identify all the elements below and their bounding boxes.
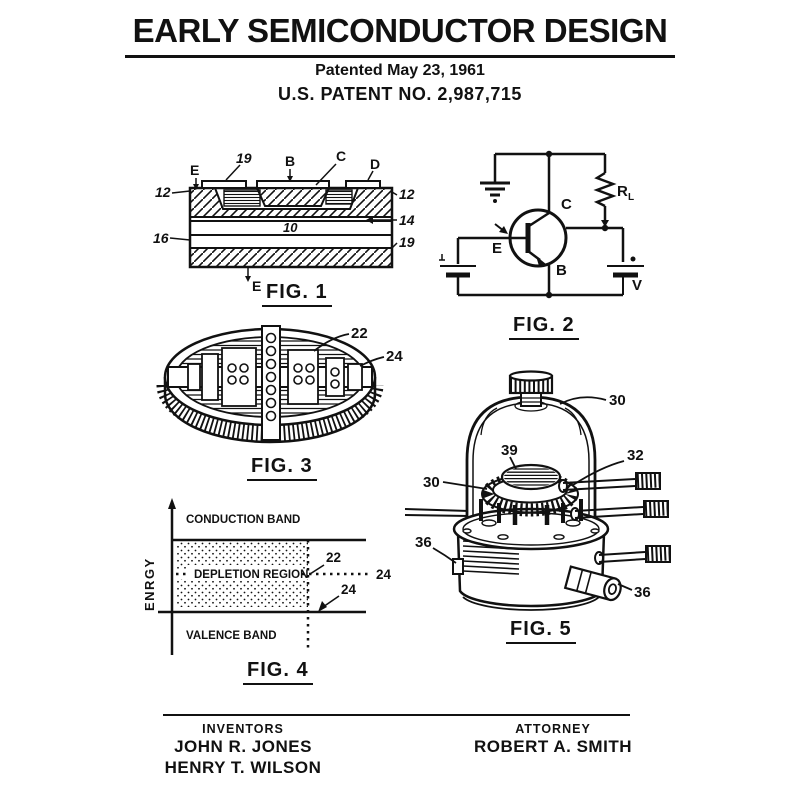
fig1-arrowheads bbox=[193, 176, 373, 282]
fig5-left-tube bbox=[404, 508, 470, 517]
fig5-specimen-disc bbox=[500, 463, 562, 491]
fig5-label-39: 39 bbox=[501, 442, 518, 459]
fig2-ground bbox=[480, 181, 510, 203]
fig1-label-10: 10 bbox=[283, 220, 298, 235]
fig5-label-30-left: 30 bbox=[423, 474, 440, 491]
fig1-label-14: 14 bbox=[399, 212, 415, 228]
page-title: EARLY SEMICONDUCTOR DESIGN bbox=[124, 12, 676, 58]
fig2-label-e: E bbox=[492, 240, 502, 257]
fig5-label-36-right: 36 bbox=[634, 584, 651, 601]
fig2-battery-left bbox=[439, 254, 476, 278]
fig4-depletion-text-bg bbox=[188, 565, 302, 581]
fig4-stipple-lower bbox=[176, 579, 308, 607]
fig2-transistor-symbol bbox=[508, 208, 568, 268]
patent-number-line: U.S. PATENT NO. 2,987,715 bbox=[278, 84, 522, 104]
fig3-label-22: 22 bbox=[351, 325, 368, 342]
fig5-leader-lines bbox=[432, 396, 633, 591]
fig1-leader-lines bbox=[169, 163, 398, 278]
footer-divider bbox=[163, 714, 630, 716]
fig1-caption: FIG. 1 bbox=[262, 281, 332, 307]
attorney-heading: ATTORNEY bbox=[515, 722, 591, 736]
fig1-semiconductor-cross-section: E 19 B C D 12 12 14 16 19 10 E bbox=[153, 148, 415, 294]
fig1-label-e-top: E bbox=[190, 162, 199, 178]
fig3-caption: FIG. 3 bbox=[247, 455, 317, 481]
inventor-name-1: JOHN R. JONES bbox=[174, 737, 312, 756]
fig5-caption: FIG. 5 bbox=[506, 618, 576, 644]
fig1-label-c: C bbox=[336, 148, 346, 164]
fig1-label-12-right: 12 bbox=[399, 186, 415, 202]
fig2-junction-dots bbox=[545, 150, 609, 299]
attorney-name: ROBERT A. SMITH bbox=[474, 737, 632, 756]
fig4-depletion-region-label: DEPLETION REGION bbox=[194, 569, 308, 581]
fig5-knob bbox=[508, 370, 554, 407]
fig5-label-36-left: 36 bbox=[415, 534, 432, 551]
fig4-valence-band-label: VALENCE BAND bbox=[186, 630, 277, 642]
fig5-bell-jar-apparatus: 30 39 32 30 36 36 bbox=[404, 370, 671, 611]
fig4-label-22: 22 bbox=[326, 550, 341, 565]
fig2-label-rl: R bbox=[617, 183, 628, 200]
fig3-wafer-disc: 22 24 bbox=[156, 325, 403, 444]
footer-inventors-block: INVENTORS JOHN R. JONES HENRY T. WILSON bbox=[143, 722, 343, 778]
fig3-leader-lines bbox=[313, 333, 385, 367]
fig4-label-24-lower: 24 bbox=[341, 582, 357, 597]
fig4-caption: FIG. 4 bbox=[243, 659, 313, 685]
fig4-energy-band-diagram: CONDUCTION BAND DEPLETION REGION VALENCE… bbox=[142, 498, 392, 655]
fig5-label-32: 32 bbox=[627, 447, 644, 464]
fig4-axis-label: ENRGY bbox=[142, 557, 157, 611]
fig1-label-19-right: 19 bbox=[399, 234, 415, 250]
page-title-wrap: EARLY SEMICONDUCTOR DESIGN bbox=[0, 12, 800, 58]
fig5-label-30-top: 30 bbox=[609, 392, 626, 409]
fig5-right-tubes bbox=[558, 472, 671, 565]
fig3-disc bbox=[156, 325, 384, 444]
fig1-body bbox=[188, 180, 394, 269]
fig2-label-v: V bbox=[632, 277, 642, 294]
fig2-caption: FIG. 2 bbox=[509, 314, 579, 340]
fig4-axis bbox=[168, 498, 176, 655]
fig1-label-d: D bbox=[370, 156, 380, 172]
footer-attorney-block: ATTORNEY ROBERT A. SMITH bbox=[453, 722, 653, 757]
fig1-label-b: B bbox=[285, 153, 295, 169]
fig4-stipple-upper bbox=[176, 541, 308, 569]
fig2-input-arrow bbox=[494, 223, 508, 234]
fig2-label-c: C bbox=[561, 196, 572, 213]
fig2-wires bbox=[456, 152, 625, 297]
fig1-label-16: 16 bbox=[153, 230, 169, 246]
fig2-transistor-circuit: C E B R L V bbox=[439, 150, 644, 299]
fig4-leader-lines bbox=[309, 564, 340, 612]
inventors-heading: INVENTORS bbox=[202, 722, 284, 736]
fig4-label-24-right: 24 bbox=[376, 567, 392, 582]
fig1-label-e-bottom: E bbox=[252, 278, 261, 294]
fig5-bottom-connector bbox=[563, 565, 622, 602]
fig2-battery-right bbox=[607, 256, 644, 295]
fig2-label-b: B bbox=[556, 262, 567, 279]
fig3-label-24: 24 bbox=[386, 348, 403, 365]
fig1-label-12-left: 12 bbox=[155, 184, 171, 200]
fig1-label-19-top: 19 bbox=[236, 150, 252, 166]
fig4-conduction-band-label: CONDUCTION BAND bbox=[186, 514, 300, 526]
inventor-name-2: HENRY T. WILSON bbox=[164, 758, 322, 777]
fig2-label-rl-sub: L bbox=[628, 192, 634, 203]
patent-date-line: Patented May 23, 1961 bbox=[315, 62, 485, 79]
